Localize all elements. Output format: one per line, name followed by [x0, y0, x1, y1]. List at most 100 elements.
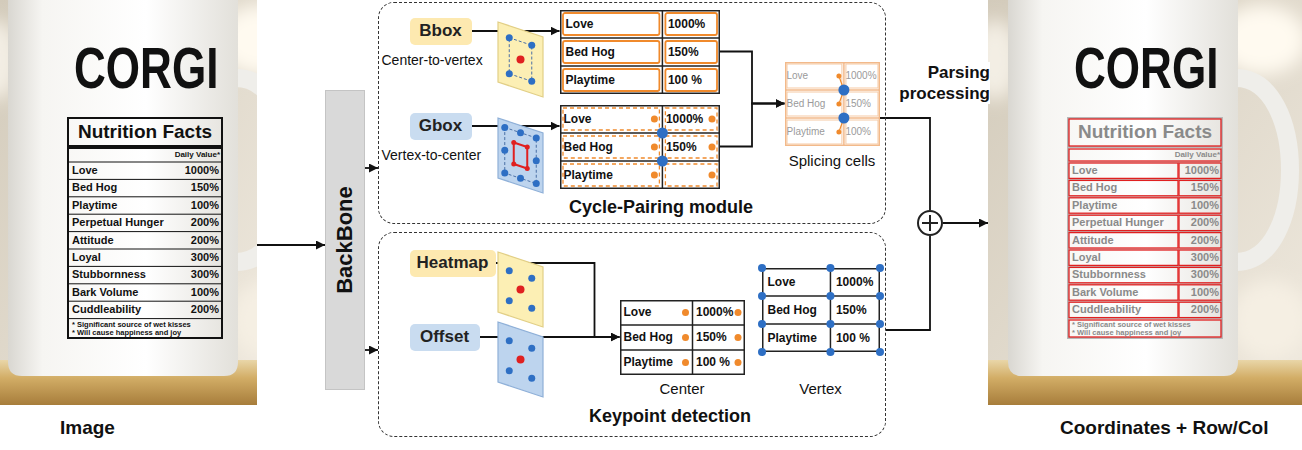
- table-rule: [68, 196, 222, 197]
- keypoint-dot: [525, 166, 530, 171]
- node-label: Gbox: [419, 116, 462, 136]
- table-rule: [661, 10, 663, 94]
- table-cells: Love1000%Bed Hog150%Playtime100 %: [560, 10, 720, 94]
- feature-map-icon: [498, 118, 543, 193]
- table-cell: 200%: [180, 303, 219, 316]
- table-note: * Significant source of wet kisses: [72, 320, 191, 329]
- table-rule: [661, 105, 663, 189]
- mug-photo: [988, 0, 1302, 405]
- nutrition-table: [68, 118, 222, 338]
- node-caption: Center-to-vertex: [382, 52, 483, 68]
- table-cell: Attitude: [72, 234, 114, 247]
- node-caption: 150%: [666, 133, 697, 161]
- node-label: Cycle-Pairing module: [569, 196, 753, 218]
- keypoint-dot: [656, 155, 667, 166]
- table-rule: [1068, 301, 1222, 302]
- feature-plane: [498, 22, 543, 97]
- connector: [365, 167, 378, 169]
- keypoint-dot: [501, 147, 508, 154]
- dashed-box: [505, 127, 537, 183]
- blurred-flower: [1230, 280, 1302, 360]
- module-region: HeatmapOffsetLove1000%Bed Hog150%Playtim…: [378, 232, 886, 437]
- node-label: Love: [787, 62, 809, 90]
- cell-gbox: [665, 164, 717, 186]
- table-heading: Nutrition Facts: [68, 121, 222, 143]
- table-cell: 300%: [1180, 251, 1219, 264]
- table-cell: Bed Hog: [72, 181, 117, 194]
- branch-box: Heatmap: [410, 250, 496, 277]
- table-cell: Stubbornness: [72, 268, 146, 281]
- mug-handle: [236, 78, 257, 262]
- table-cell: 100%: [1180, 286, 1219, 299]
- table-cell: 150%: [1180, 181, 1219, 194]
- detected-cell: [1179, 302, 1221, 317]
- table-cell: 200%: [1180, 303, 1219, 316]
- module-region: BboxCenter-to-vertexLove1000%Bed Hog150%…: [378, 2, 886, 224]
- node-caption: 1000%: [666, 105, 703, 133]
- node-caption: 150%: [836, 296, 867, 324]
- table-rule: [68, 214, 222, 215]
- table-border: [620, 300, 744, 374]
- detected-cell: [1069, 215, 1178, 230]
- detected-cell: [1179, 267, 1221, 282]
- keypoint-dot: [650, 171, 657, 178]
- keypoint-dot: [876, 348, 884, 356]
- table-cell: Attitude: [1072, 234, 1114, 247]
- mug-body: [8, 0, 238, 376]
- detected-cell: [1069, 285, 1178, 300]
- table-cell: Bark Volume: [1072, 286, 1138, 299]
- table-cell: 300%: [1180, 268, 1219, 281]
- table-cell: 300%: [180, 251, 219, 264]
- node-caption: Center: [620, 380, 745, 398]
- branch-box: BboxCenter-to-vertex: [410, 18, 472, 45]
- table-border: [785, 62, 879, 145]
- branch-box: GboxVertex-to-center: [410, 113, 472, 140]
- connector: [720, 104, 785, 147]
- node-label: Love: [768, 268, 796, 296]
- keypoint-dot: [734, 359, 741, 366]
- detected-cell: [1179, 198, 1221, 213]
- keypoint-dot: [708, 143, 715, 150]
- table-rule: [68, 266, 222, 267]
- node-caption: 1000%: [668, 10, 705, 38]
- detected-cell: [1069, 250, 1178, 265]
- keypoint-dot: [838, 84, 849, 95]
- mug-photo: [0, 0, 257, 405]
- keypoint-dot: [533, 157, 540, 164]
- node-label: BackBone: [332, 186, 358, 294]
- node-label: Keypoint detection: [589, 405, 751, 427]
- dashed-box: [509, 38, 532, 82]
- detected-cell: [1069, 302, 1178, 317]
- node-caption: Bed Hog: [787, 90, 826, 118]
- node-caption: Playtime: [768, 324, 817, 352]
- node-caption: 100 %: [836, 324, 870, 352]
- table-cell: Perpetual Hunger: [72, 216, 164, 229]
- nutrition-table: [1068, 118, 1222, 338]
- keypoint-dot: [734, 334, 741, 341]
- detected-cell: [1179, 250, 1221, 265]
- keypoint-dot: [501, 170, 508, 177]
- node-caption: Bed Hog: [566, 38, 615, 66]
- table-rule: [68, 162, 222, 163]
- keypoint-dot: [650, 115, 657, 122]
- table-cell: Cuddleability: [1072, 303, 1141, 316]
- detected-cell: [1179, 215, 1221, 230]
- feature-plane: [498, 252, 543, 327]
- keypoint-dot: [517, 175, 524, 182]
- node-label: Coordinates + Row/Col: [1060, 417, 1269, 439]
- table-note: Daily Value*: [1070, 149, 1220, 161]
- node-label: Love: [566, 10, 594, 38]
- node-caption: Bed Hog: [624, 325, 673, 350]
- keypoint-dot: [826, 320, 834, 328]
- table-cell: Cuddleability: [72, 303, 141, 316]
- node-caption: Vertex-to-center: [382, 147, 482, 163]
- table-rule: [560, 160, 720, 162]
- keypoint-dot: [708, 115, 715, 122]
- node-label: Love: [624, 300, 652, 325]
- table-cell: 1000%: [1180, 164, 1219, 177]
- keypoint-dot: [528, 375, 535, 382]
- node-label: Parsing processing: [886, 62, 990, 104]
- table-rule: [762, 323, 880, 325]
- detected-cell: [1069, 163, 1178, 178]
- table-cell: 100%: [1180, 199, 1219, 212]
